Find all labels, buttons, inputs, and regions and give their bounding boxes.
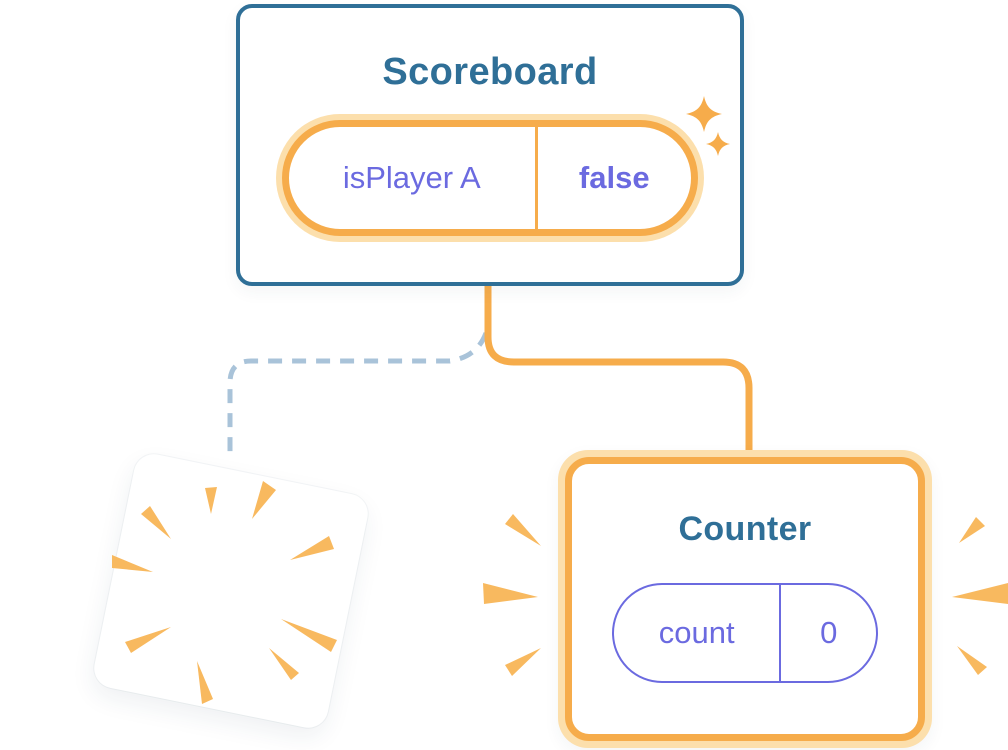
dashed-connector-line: [227, 332, 489, 461]
sparkles-icon: [686, 96, 730, 156]
counter-state-pill: count 0: [612, 583, 878, 683]
pill-divider: [779, 585, 782, 681]
state-name-label: count: [658, 615, 735, 650]
state-name-label: isPlayer A: [342, 160, 481, 195]
counter-component-card: Counter count 0: [558, 450, 932, 748]
scoreboard-state-pill: isPlayer A false: [276, 114, 704, 242]
scoreboard-state-pill-inner: isPlayer A false: [282, 120, 698, 236]
scoreboard-title: Scoreboard: [382, 51, 598, 93]
pop-left-icon: [483, 514, 541, 676]
counter-title: Counter: [678, 510, 812, 548]
counter-component-card-inner: Counter count 0: [565, 457, 925, 741]
state-value-label: false: [578, 160, 650, 195]
orange-connector-line: [484, 284, 753, 462]
burst-icon: [112, 481, 337, 704]
pop-right-icon: [952, 517, 1008, 675]
state-value-label: 0: [820, 615, 838, 650]
pill-divider: [534, 127, 538, 229]
scoreboard-component-card: Scoreboard isPlayer A false: [236, 4, 744, 286]
